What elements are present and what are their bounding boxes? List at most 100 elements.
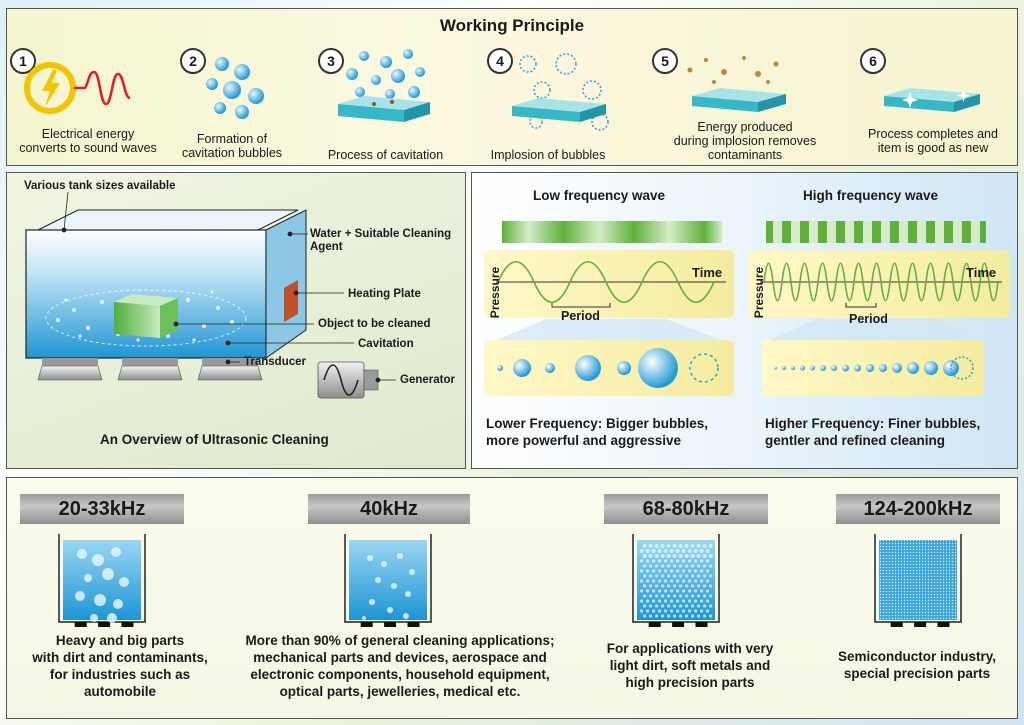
- tank-bubble: [682, 609, 686, 613]
- tank-bubble: [676, 569, 680, 573]
- tank-bubble: [667, 574, 671, 578]
- tank-bubble: [670, 609, 674, 613]
- tank-bubble: [658, 579, 662, 583]
- tank-bubble: [691, 594, 695, 598]
- low-wave-title: Low frequency wave: [533, 188, 666, 203]
- tank-bubble: [703, 564, 707, 568]
- label-generator: Generator: [400, 374, 455, 386]
- tank-bubble: [679, 604, 683, 608]
- tank-bubble: [652, 559, 656, 563]
- tank-foot: [937, 622, 950, 627]
- fine-bubble: [820, 365, 826, 371]
- step-1-number: 1: [10, 48, 36, 74]
- tank-bubble: [685, 584, 689, 588]
- tank-foot: [98, 622, 111, 627]
- high-wave-title: High frequency wave: [803, 188, 939, 203]
- low-pressure-axis-label: Pressure: [488, 266, 503, 319]
- tank-bubble: [107, 613, 117, 623]
- tank-bubble: [658, 559, 662, 563]
- tank-bubble: [688, 569, 692, 573]
- tank-bubble: [703, 614, 707, 618]
- tank-bubble: [649, 594, 653, 598]
- tank-foot: [384, 622, 397, 627]
- tank-bubble: [643, 564, 647, 568]
- tank-bubble: [679, 614, 683, 618]
- tank-bubble: [84, 574, 92, 582]
- tank-bubble: [664, 579, 668, 583]
- tank-bubble: [666, 543, 671, 549]
- tank-bubble: [652, 569, 656, 573]
- tank-bubble: [667, 614, 671, 618]
- tank-bubble: [387, 607, 393, 613]
- label-cavitation: Cavitation: [358, 338, 414, 350]
- tank-bubble: [703, 594, 707, 598]
- fine-bubble: [842, 364, 849, 372]
- fine-bubble: [831, 365, 837, 371]
- tank-bubble: [676, 589, 680, 593]
- tank-bubble: [661, 574, 665, 578]
- tank-bubble: [673, 604, 677, 608]
- tank-bubble: [654, 543, 659, 549]
- tank-bubble: [703, 574, 707, 578]
- tank-bubble: [679, 574, 683, 578]
- tank-bubble: [639, 548, 644, 554]
- tank-bubble: [649, 584, 653, 588]
- tank-bubble: [391, 583, 397, 589]
- working-principle-title: Working Principle: [439, 16, 585, 35]
- step-3-number: 3: [318, 48, 344, 74]
- tank-bubble: [688, 589, 692, 593]
- tank-bubble: [661, 564, 665, 568]
- high-pressure-axis-label: Pressure: [752, 266, 767, 319]
- tank-bubble: [643, 594, 647, 598]
- tank-bubble: [642, 553, 647, 559]
- tank-bubble: [664, 569, 668, 573]
- tank-bubble: [655, 574, 659, 578]
- tank-bubble: [688, 599, 692, 603]
- high-period-label: Period: [849, 312, 888, 326]
- tank-bubble: [706, 559, 710, 563]
- tank-bubble: [691, 574, 695, 578]
- step-2-number: 2: [180, 48, 206, 74]
- tank-bubble: [367, 555, 373, 561]
- step-6-number: 6: [860, 48, 886, 74]
- clean-item-icon: [884, 88, 980, 112]
- tank-foot: [890, 622, 903, 627]
- tank-bubble: [660, 543, 665, 549]
- tank-bubble: [648, 543, 653, 549]
- tank-bubble: [658, 569, 662, 573]
- freq-tag-20-33khz: 20-33kHz: [20, 494, 184, 524]
- low-period-label: Period: [561, 309, 600, 323]
- tank-bubble: [666, 553, 671, 559]
- low-time-axis-label: Time: [692, 265, 723, 280]
- tank-bubble: [640, 569, 644, 573]
- tank-water: [349, 540, 427, 620]
- tank-bubble: [673, 564, 677, 568]
- tank-bubble: [700, 609, 704, 613]
- tank-bubble: [667, 564, 671, 568]
- tank-bubble: [661, 584, 665, 588]
- tank-bubble: [709, 584, 713, 588]
- tank-bubble: [651, 548, 656, 554]
- freq-tag-40khz: 40kHz: [308, 494, 470, 524]
- high-time-axis-label: Time: [966, 265, 997, 280]
- tank-bubble: [684, 543, 689, 549]
- tank-bubble: [709, 574, 713, 578]
- tank-bubble: [652, 599, 656, 603]
- tank-bubble: [691, 604, 695, 608]
- tank-bubble: [706, 569, 710, 573]
- label-transducer: Transducer: [244, 356, 306, 368]
- tank-bubble: [696, 543, 701, 549]
- tank-bubble: [381, 561, 387, 567]
- tank-bubble: [697, 614, 701, 618]
- tank-bubble: [702, 543, 707, 549]
- implosion-icon: [512, 53, 609, 131]
- tank-bubble: [652, 579, 656, 583]
- cavitation-process-icon: [338, 49, 430, 122]
- tank-foot: [914, 622, 927, 627]
- tank-bubble: [676, 599, 680, 603]
- working-principle-panel: [6, 8, 1018, 166]
